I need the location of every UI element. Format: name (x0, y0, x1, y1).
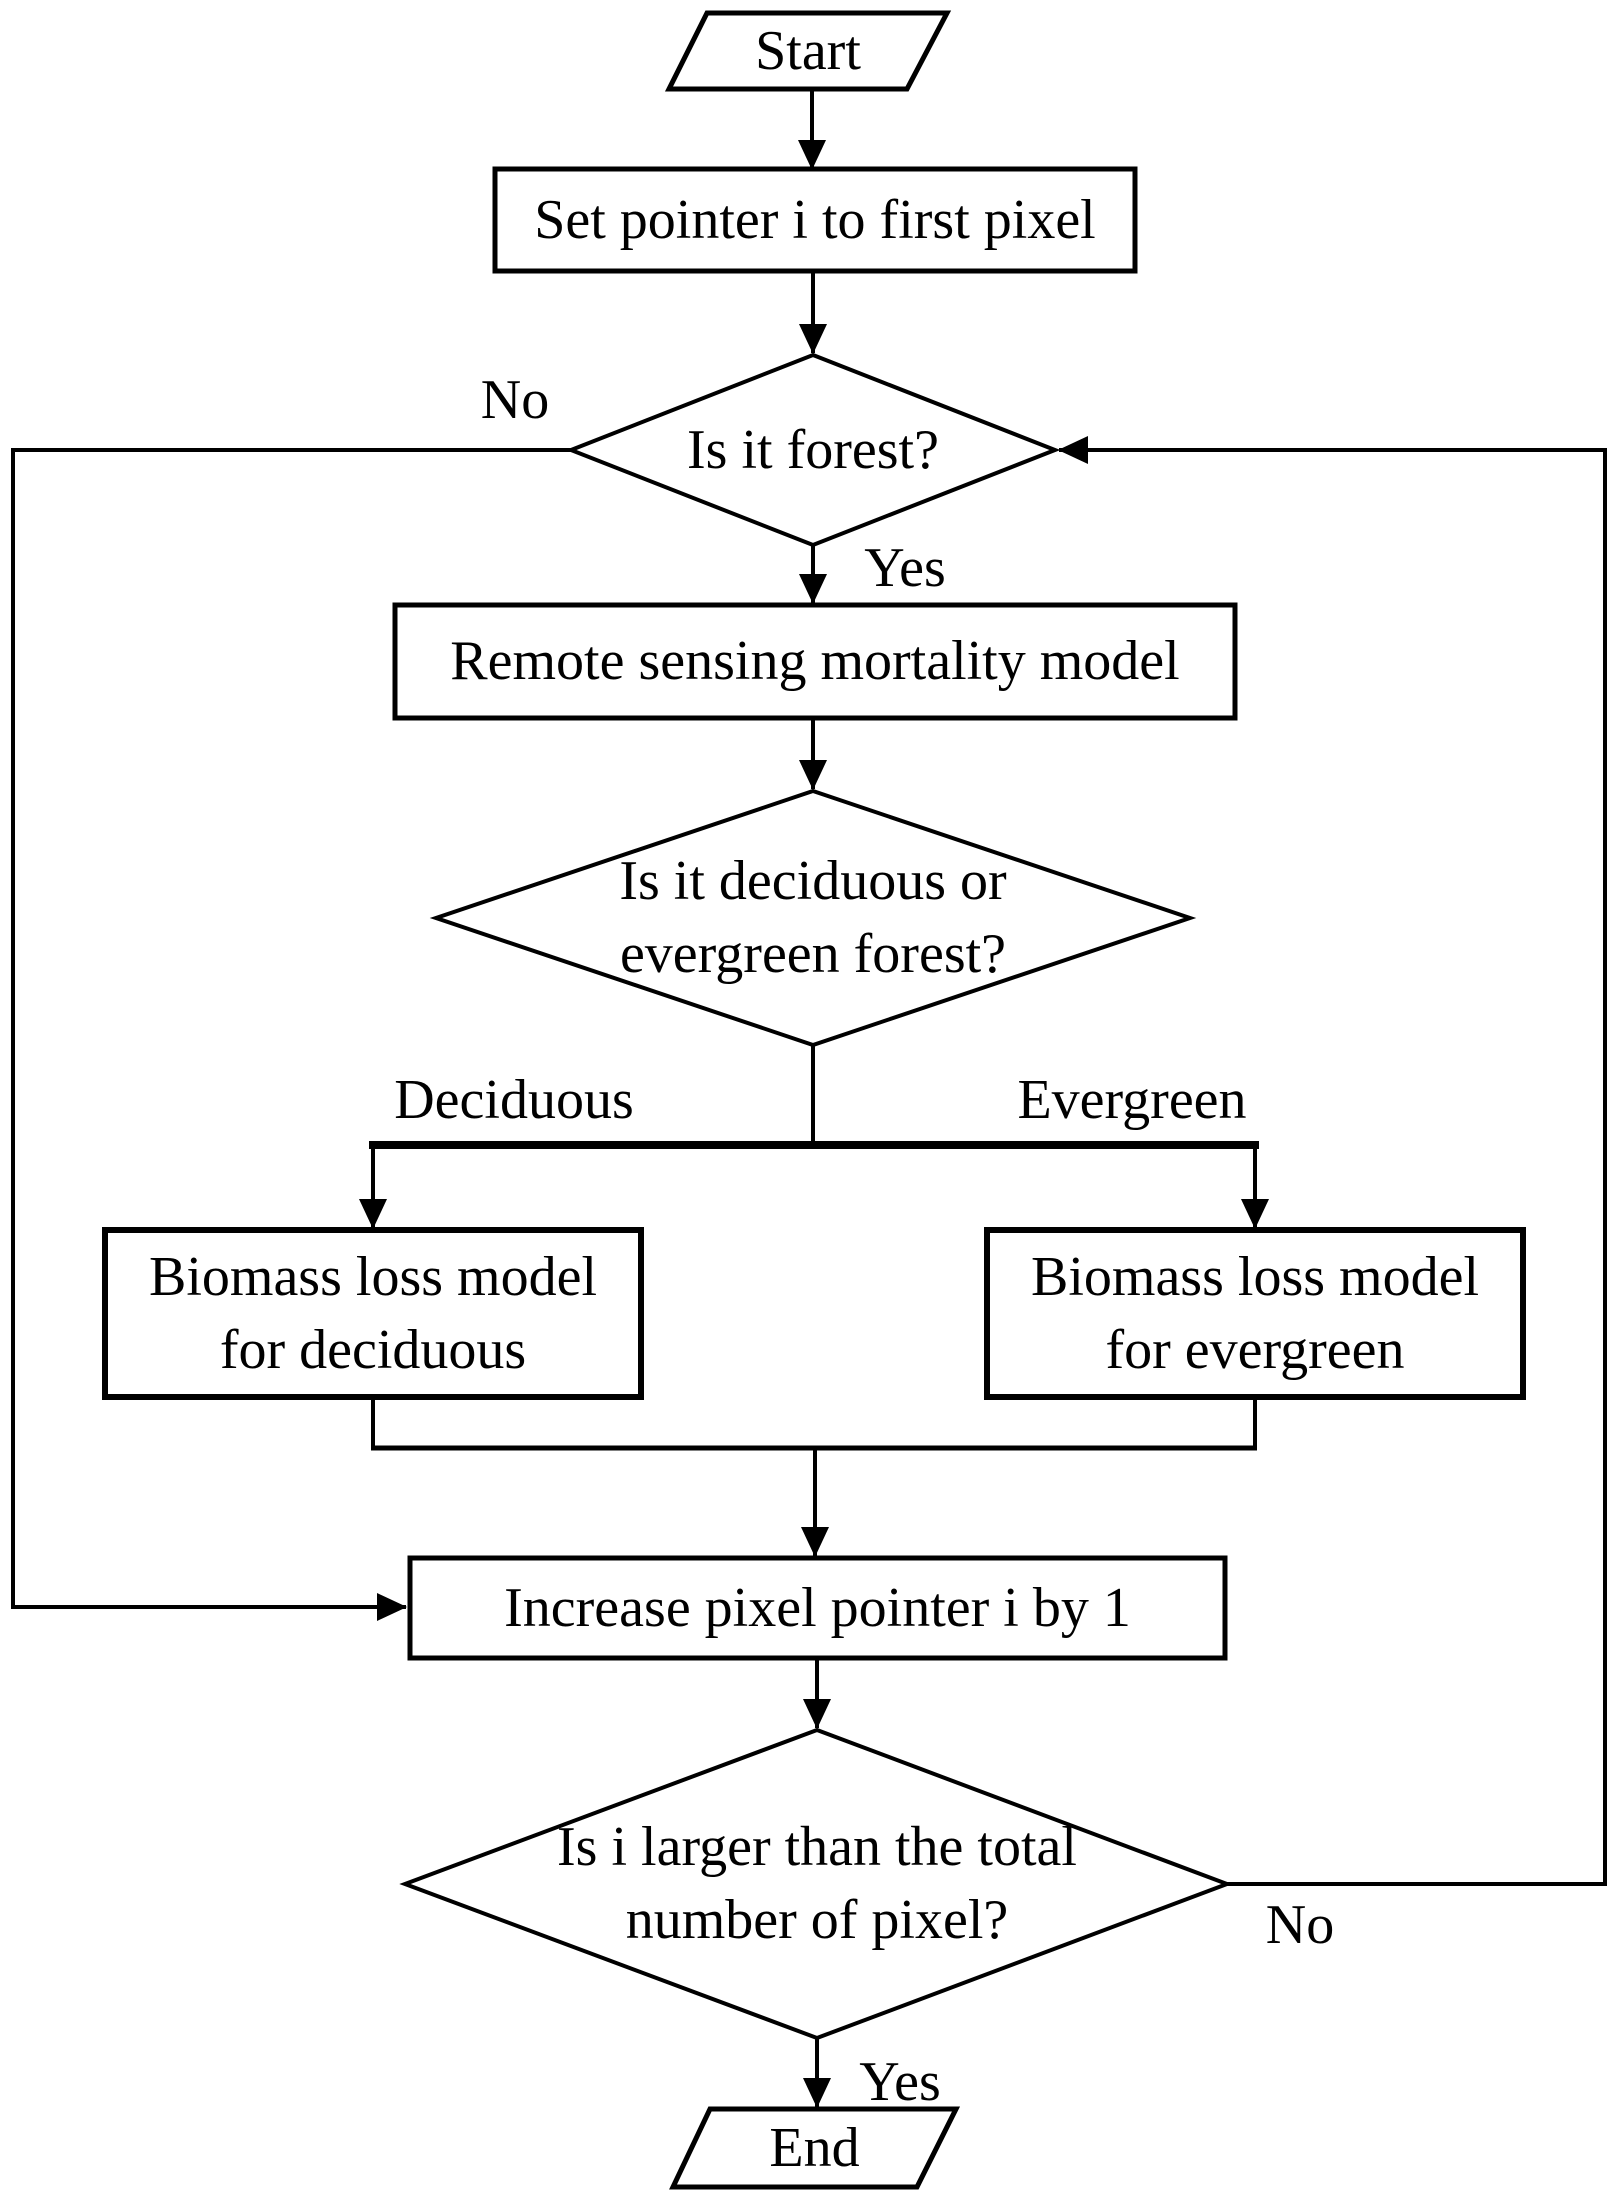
is-forest-diamond (565, 352, 1061, 548)
increase-pointer-box (407, 1555, 1228, 1661)
set-pointer-box (492, 166, 1138, 274)
remote-sensing-box (392, 602, 1238, 721)
is-i-larger-diamond (399, 1727, 1233, 2041)
edge-is-forest-no-loop (11, 448, 571, 1621)
deciduous-or-evergreen-diamond (429, 788, 1197, 1048)
start-terminator-shape (664, 10, 952, 92)
edge-is-i-larger-no-loop (1058, 436, 1607, 1886)
biomass-deciduous-box (102, 1227, 644, 1400)
biomass-evergreen-box (984, 1227, 1526, 1400)
end-terminator-shape (669, 2106, 961, 2190)
